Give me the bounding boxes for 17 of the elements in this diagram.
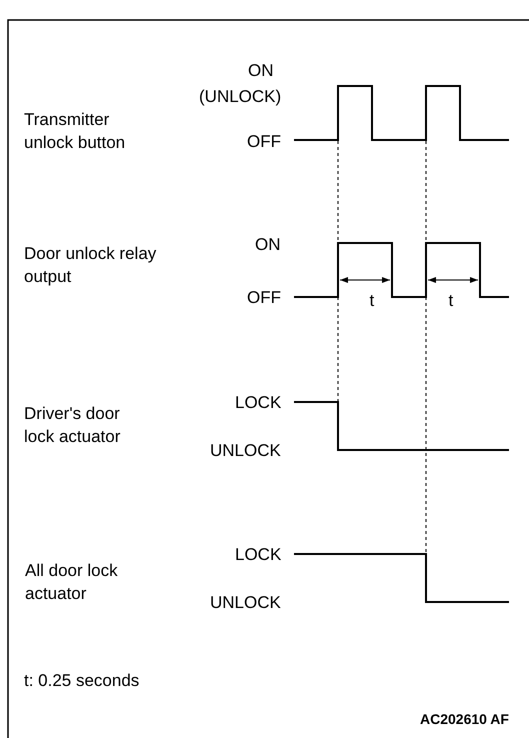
signal-name: All door lock actuator	[25, 560, 119, 605]
state-label: ON	[248, 60, 274, 82]
state-label: LOCK	[235, 544, 282, 566]
state-label: (UNLOCK)	[199, 86, 282, 108]
state-label: OFF	[247, 130, 281, 152]
state-label: UNLOCK	[210, 440, 281, 462]
signal-name: Door unlock relay output	[24, 243, 158, 288]
duration-label: t	[448, 290, 454, 312]
state-label: ON	[255, 234, 280, 256]
signal-name: Transmitter unlock button	[24, 109, 126, 154]
signal-name: Driver's door lock actuator	[24, 403, 122, 448]
note-text: t: 0.25 seconds	[24, 670, 140, 692]
duration-label: t	[370, 290, 374, 312]
state-label: OFF	[247, 286, 281, 308]
figure-code: AC202610 AF	[420, 710, 509, 728]
state-label: LOCK	[235, 392, 282, 414]
state-label: UNLOCK	[210, 592, 281, 614]
